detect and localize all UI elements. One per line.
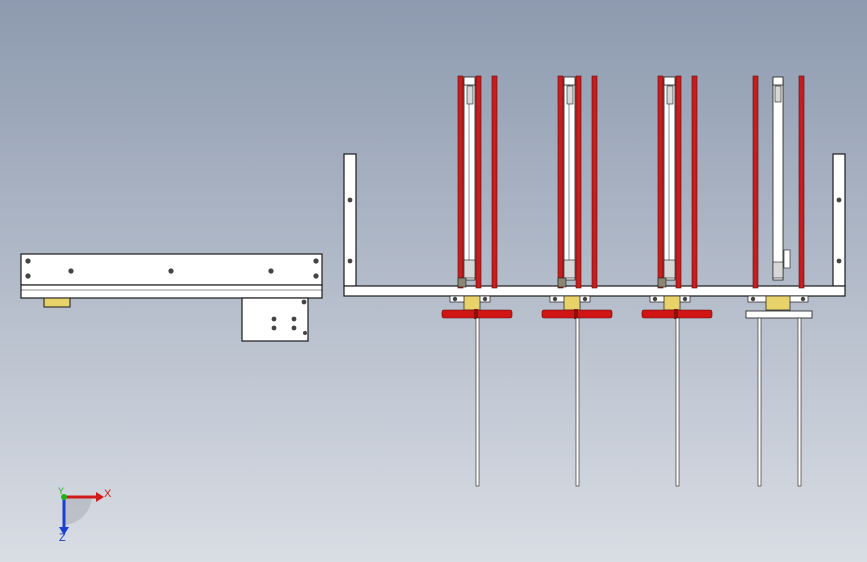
screw-icon [682, 296, 688, 302]
z-arrowhead-icon [59, 527, 69, 535]
front-view-frame[interactable] [343, 153, 846, 297]
tie-rod [457, 75, 464, 289]
cylinder-cap [463, 76, 476, 86]
sensor-switch [783, 249, 791, 269]
screw-icon [271, 325, 277, 331]
flange-hub [574, 309, 578, 319]
screw-icon [291, 325, 297, 331]
cylinder-cap [772, 76, 784, 86]
y-axis-dot [61, 494, 67, 500]
screw-icon [552, 296, 558, 302]
axis-triad[interactable]: X Y Z [58, 486, 112, 544]
cylinder-barrel [772, 79, 784, 281]
screw-icon [313, 273, 319, 279]
screw-icon [482, 296, 488, 302]
cylinder-fitting [774, 85, 782, 103]
tie-rod [491, 75, 498, 289]
screw-icon [271, 316, 277, 322]
cylinder-nut [463, 259, 476, 279]
cylinder-fitting [466, 85, 474, 105]
cylinder-nut [772, 261, 784, 279]
screw-icon [168, 268, 174, 274]
gray-block [657, 277, 667, 288]
brass-spacer [43, 297, 71, 308]
z-axis-label: Z [59, 532, 66, 544]
screw-icon [25, 258, 31, 264]
long-rod [575, 317, 580, 487]
cylinder-cap [663, 76, 676, 86]
screw-icon [800, 296, 806, 302]
long-rod [675, 317, 680, 487]
left-upright [343, 153, 357, 287]
right-upright [832, 153, 846, 287]
tie-rod [798, 75, 805, 289]
tie-rod [557, 75, 564, 289]
screw-icon [836, 197, 842, 203]
screw-icon [268, 268, 274, 274]
long-rod [475, 317, 480, 487]
side-view-bar-assembly[interactable] [20, 253, 323, 342]
flange-hub [674, 309, 678, 319]
brass-bushing [663, 295, 681, 311]
screw-icon [303, 331, 307, 335]
cylinder-nut [563, 259, 576, 279]
cylinder-modules[interactable] [441, 75, 813, 487]
screw-icon [652, 296, 658, 302]
cylinder-barrel [663, 79, 676, 281]
gray-block [457, 277, 467, 288]
flange-hub [474, 309, 478, 319]
brass-bushing [765, 295, 791, 311]
cylinder-cap [563, 76, 576, 86]
x-arrowhead-icon [96, 492, 104, 502]
y-axis-label: Y [58, 486, 64, 496]
screw-icon [836, 258, 842, 264]
side-bar-lower [20, 284, 323, 299]
triad-shade [64, 497, 92, 525]
screw-icon [313, 258, 319, 264]
cylinder-fitting [566, 85, 574, 105]
tie-rod [575, 75, 582, 289]
screw-icon [347, 197, 353, 203]
screw-icon [68, 268, 74, 274]
long-rod [757, 317, 762, 487]
gray-block [557, 277, 567, 288]
cylinder-fitting [666, 85, 674, 105]
brass-bushing [463, 295, 481, 311]
screw-icon [347, 258, 353, 264]
x-axis-label: X [104, 488, 112, 500]
cylinder-barrel [563, 79, 576, 281]
brass-bushing [563, 295, 581, 311]
tie-rod [752, 75, 759, 289]
tie-rod [591, 75, 598, 289]
screw-icon [582, 296, 588, 302]
white-flange [745, 310, 813, 319]
long-rod [797, 317, 802, 487]
tie-rod [657, 75, 664, 289]
screw-icon [291, 316, 297, 322]
tie-rod [691, 75, 698, 289]
tie-rod [675, 75, 682, 289]
tie-rod [475, 75, 482, 289]
screw-icon [301, 299, 307, 305]
screw-icon [25, 273, 31, 279]
screw-icon [452, 296, 458, 302]
screw-icon [750, 296, 756, 302]
cylinder-barrel [463, 79, 476, 281]
cylinder-nut [663, 259, 676, 279]
